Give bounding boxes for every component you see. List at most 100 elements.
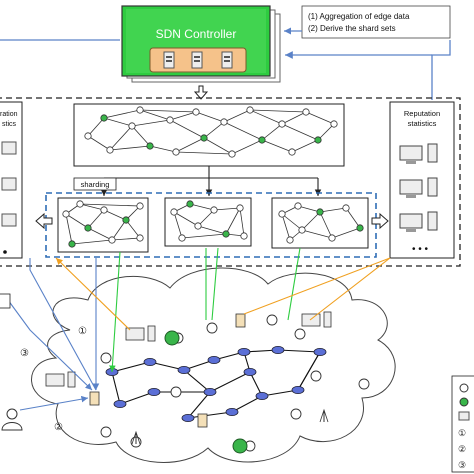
left-reputation-panel: ration stics (0, 101, 23, 259)
graph-node (288, 148, 296, 156)
graph-edge (173, 211, 199, 227)
arrow-from-right-panel (431, 40, 451, 100)
graph-edge (139, 109, 171, 121)
graph-edge (319, 207, 347, 213)
graph-edge (261, 139, 293, 153)
router-icon (255, 391, 269, 400)
user-icon (1, 408, 23, 431)
router-icon (147, 387, 161, 396)
graph-node (342, 204, 350, 212)
graph-node (200, 134, 208, 142)
graph-node (278, 210, 286, 218)
graph-edge (301, 229, 333, 239)
graph-edge (195, 111, 225, 123)
graph-node (286, 236, 294, 244)
router-icon (271, 345, 285, 354)
step-2-label: ② (54, 422, 63, 433)
graph-node (222, 230, 230, 238)
graph-edge (281, 213, 291, 241)
graph-edge (131, 125, 151, 147)
graph-edge (109, 125, 133, 151)
network-link (187, 411, 233, 419)
legend-item-1: ① (458, 428, 466, 438)
graph-node (210, 206, 218, 214)
edge-network (45, 311, 370, 454)
router-icon (181, 413, 195, 422)
graph-node (136, 202, 144, 210)
network-link (277, 349, 321, 353)
antenna-icon (131, 430, 141, 445)
right-panel-title-1: Reputation (404, 109, 440, 118)
note-aggregation: (1) Aggregation of edge data (308, 12, 410, 21)
graph-edge (87, 227, 113, 241)
sharding-label-box (73, 177, 117, 191)
graph-edge (149, 145, 177, 153)
antenna-icon (319, 408, 329, 423)
graph-node (128, 122, 136, 130)
graph-edge (125, 219, 141, 239)
graph-node (240, 232, 248, 240)
shard-box-1 (57, 197, 149, 253)
graph-edge (87, 117, 105, 137)
graph-edge (203, 137, 233, 155)
graph-edge (79, 203, 141, 207)
graph-edge (345, 207, 361, 229)
sdn-controller: SDN Controller (121, 5, 281, 83)
graph-edge (71, 239, 113, 245)
right-panel-ellipsis: • • • (412, 244, 429, 255)
graph-node (84, 132, 92, 140)
controller-title: SDN Controller (156, 27, 237, 41)
network-link (187, 391, 211, 419)
graph-node (330, 120, 338, 128)
graph-edge (297, 205, 321, 213)
sharding-box (45, 192, 377, 258)
graph-node (100, 114, 108, 122)
shard-box-2 (164, 197, 252, 247)
network-link (111, 371, 121, 405)
network-link (249, 371, 263, 397)
tower-icon (67, 371, 76, 388)
graph-edge (173, 211, 183, 239)
graph-edge (291, 139, 319, 153)
computer-icon (399, 143, 438, 164)
graph-edge (197, 209, 215, 227)
graph-edge (197, 225, 227, 235)
computer-icon (125, 327, 145, 341)
graph-node (228, 150, 236, 158)
router-icon (177, 365, 191, 374)
graph-node (122, 216, 130, 224)
legend: ① ② ③ (451, 375, 474, 473)
left-panel-title-2: stics (2, 121, 17, 128)
legend-item-2: ② (458, 444, 466, 454)
graph-edge (103, 209, 127, 221)
left-hollow-arrow-icon (35, 212, 53, 230)
right-reputation-panel: Reputation statistics • • • (389, 101, 455, 259)
down-arrow-icon (193, 85, 209, 100)
graph-edge (65, 213, 89, 229)
graph-node (178, 234, 186, 242)
router-icon (143, 357, 157, 366)
computer-icon (301, 313, 321, 327)
controller-notes: (1) Aggregation of edge data (2) Derive … (301, 5, 451, 39)
server-icon (163, 51, 175, 69)
server-icon (235, 313, 246, 328)
device-icon (290, 408, 302, 420)
computer-icon (1, 213, 17, 227)
device-icon (310, 370, 322, 382)
graph-node (294, 202, 302, 210)
right-hollow-arrow-icon (371, 212, 389, 230)
computer-icon (1, 141, 17, 155)
computer-icon (45, 373, 65, 387)
device-icon (358, 378, 370, 390)
network-link (111, 361, 151, 373)
graph-node (108, 236, 116, 244)
network-link (209, 371, 251, 393)
router-icon (313, 347, 327, 356)
graph-edge (239, 207, 245, 237)
network-link (297, 351, 321, 391)
edge-node-icon (232, 438, 248, 454)
device-icon (100, 426, 112, 438)
step-1-label: ① (78, 326, 87, 337)
right-panel-title-2: statistics (408, 119, 437, 128)
graph-edge (189, 203, 215, 211)
